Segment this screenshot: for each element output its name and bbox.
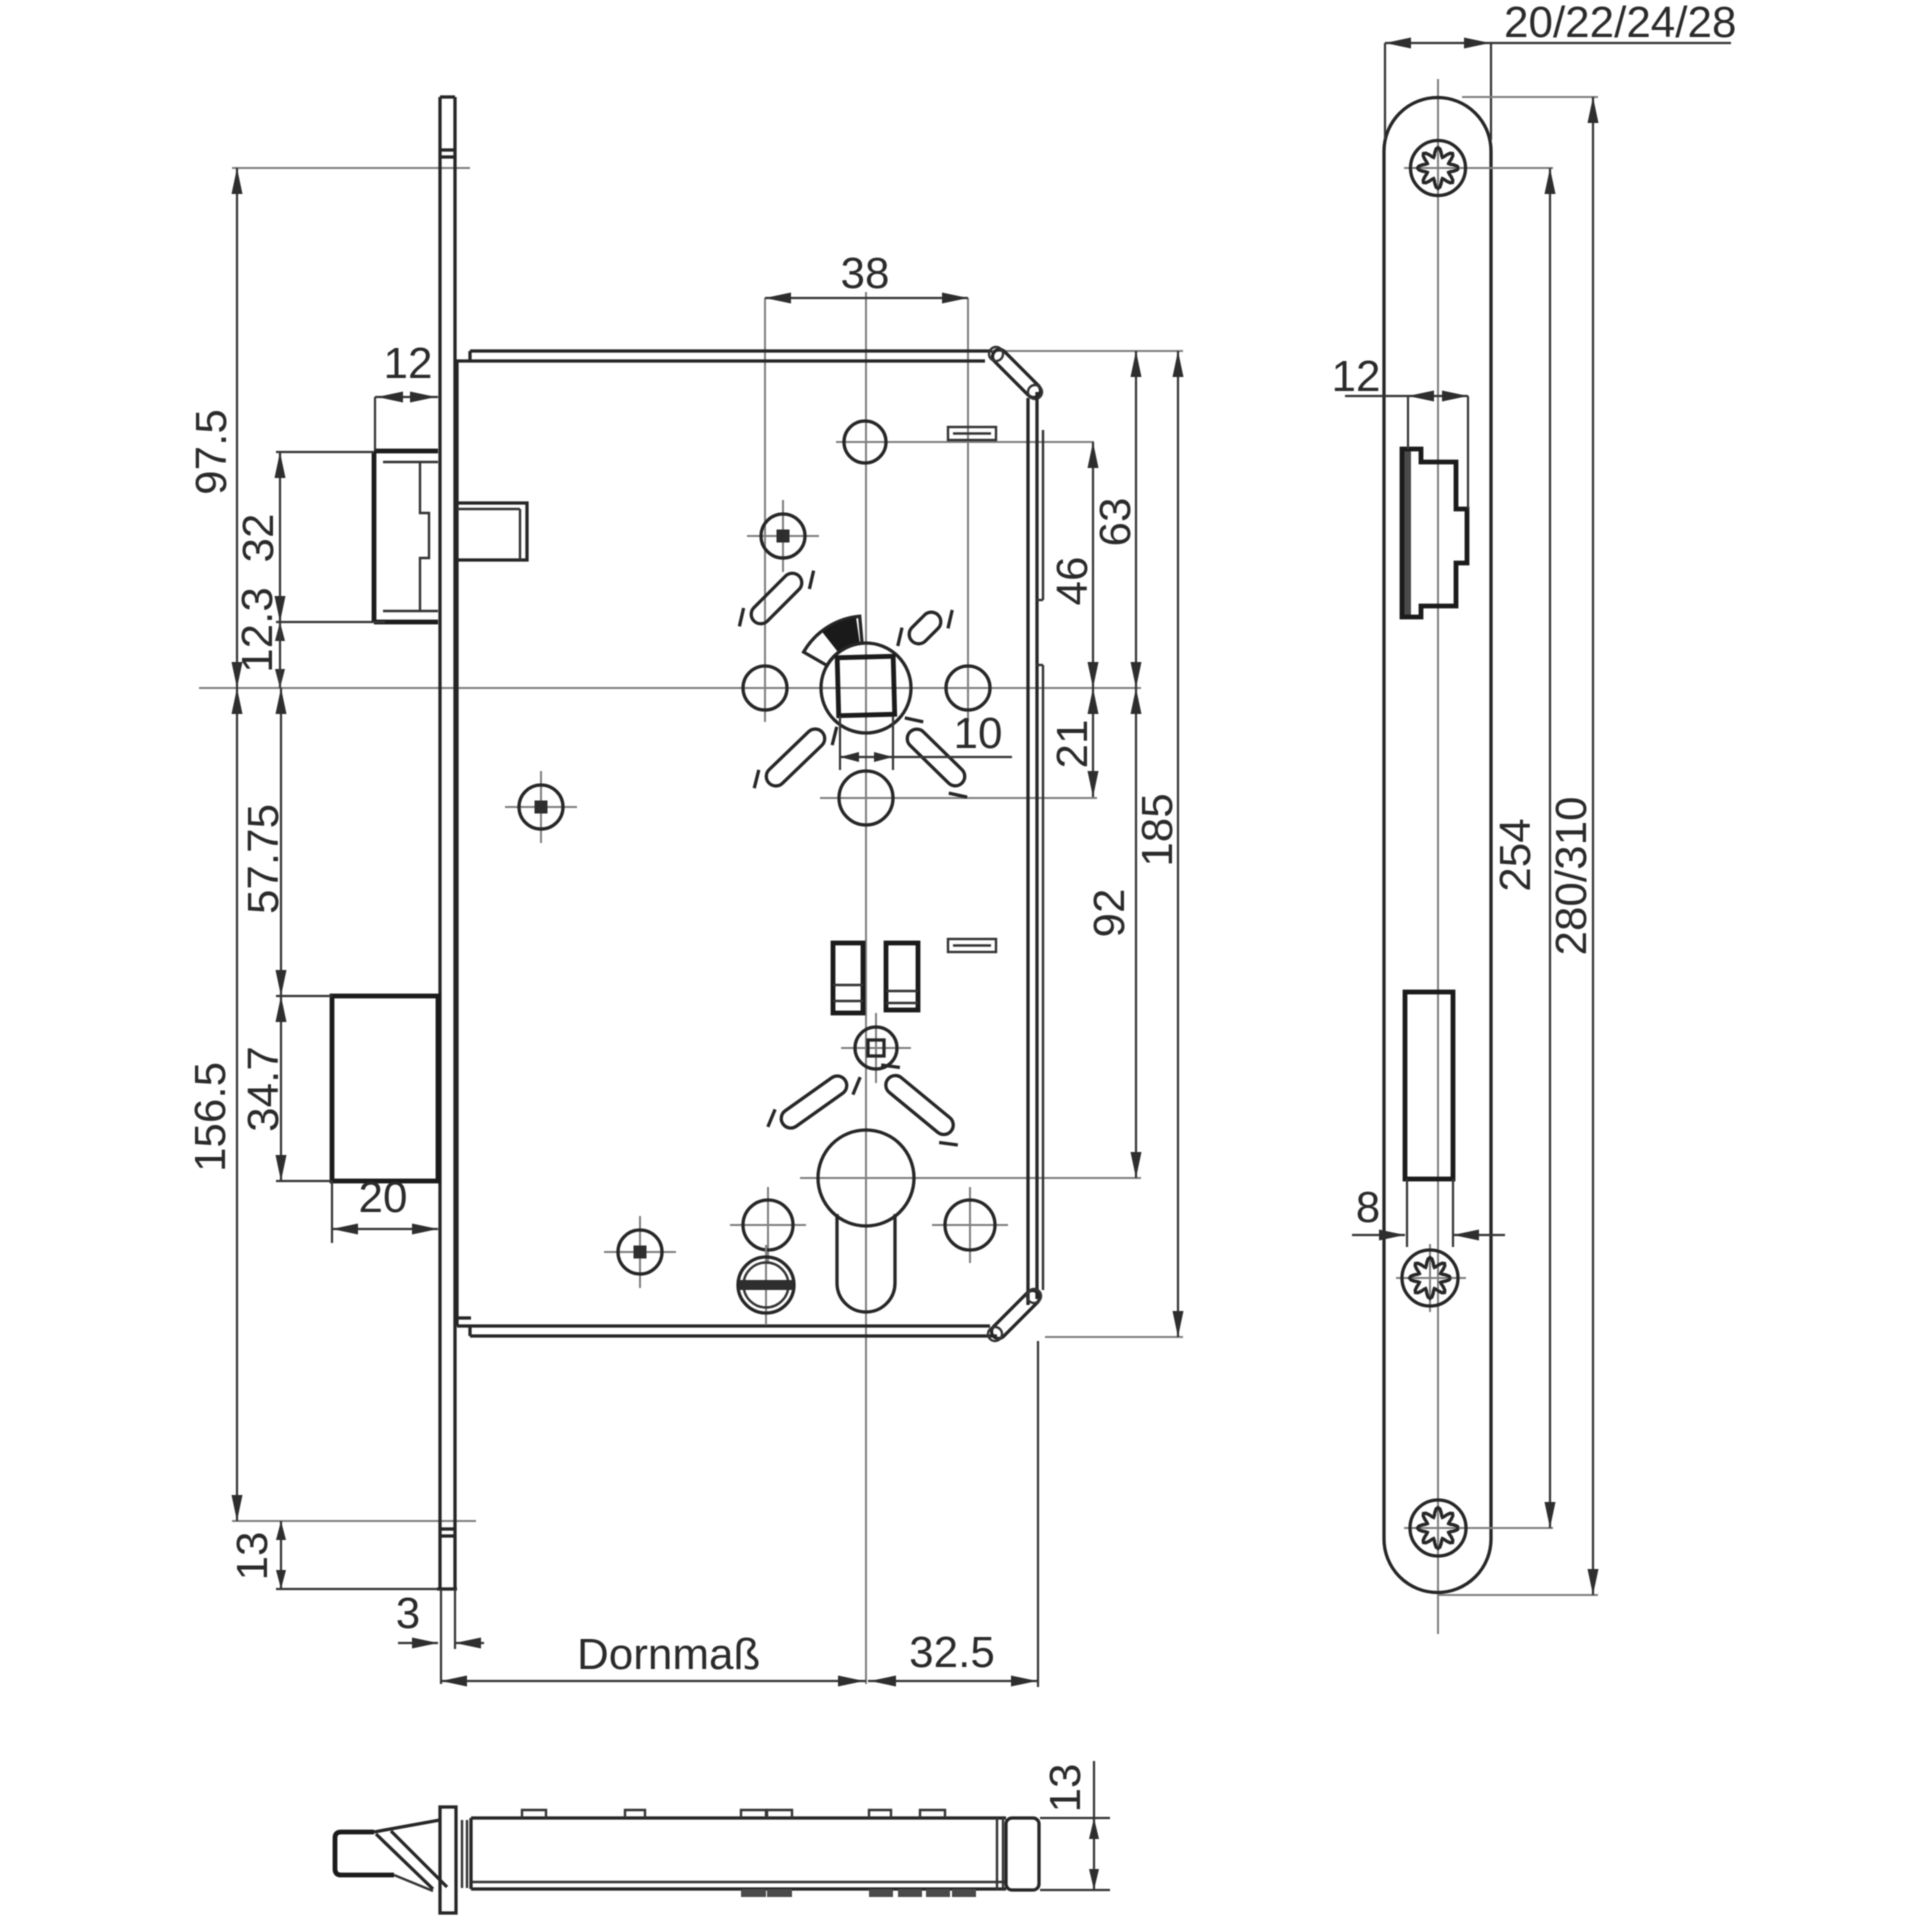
svg-text:12.3: 12.3 — [233, 587, 282, 673]
svg-text:Dornmaß: Dornmaß — [577, 1630, 760, 1679]
svg-text:20: 20 — [359, 1173, 408, 1222]
svg-text:32: 32 — [234, 514, 283, 563]
svg-text:13: 13 — [228, 1532, 277, 1581]
svg-text:20/22/24/28: 20/22/24/28 — [1504, 0, 1736, 47]
svg-text:8: 8 — [1356, 1183, 1380, 1232]
svg-text:185: 185 — [1133, 793, 1182, 866]
svg-text:34.7: 34.7 — [239, 1046, 288, 1132]
svg-text:3: 3 — [396, 1589, 420, 1638]
svg-text:38: 38 — [841, 249, 890, 298]
svg-text:57.75: 57.75 — [239, 804, 288, 914]
svg-text:21: 21 — [1048, 720, 1097, 769]
svg-text:92: 92 — [1085, 889, 1134, 938]
svg-text:46: 46 — [1048, 557, 1097, 606]
svg-text:63: 63 — [1091, 498, 1140, 547]
svg-text:97.5: 97.5 — [187, 409, 236, 495]
svg-text:156.5: 156.5 — [186, 1062, 235, 1172]
svg-text:32.5: 32.5 — [909, 1628, 995, 1677]
svg-text:254: 254 — [1491, 818, 1540, 891]
svg-text:12: 12 — [384, 339, 433, 388]
svg-text:12: 12 — [1332, 352, 1381, 401]
svg-text:13: 13 — [1041, 1764, 1090, 1813]
svg-text:10: 10 — [954, 709, 1003, 758]
svg-text:280/310: 280/310 — [1547, 796, 1596, 955]
